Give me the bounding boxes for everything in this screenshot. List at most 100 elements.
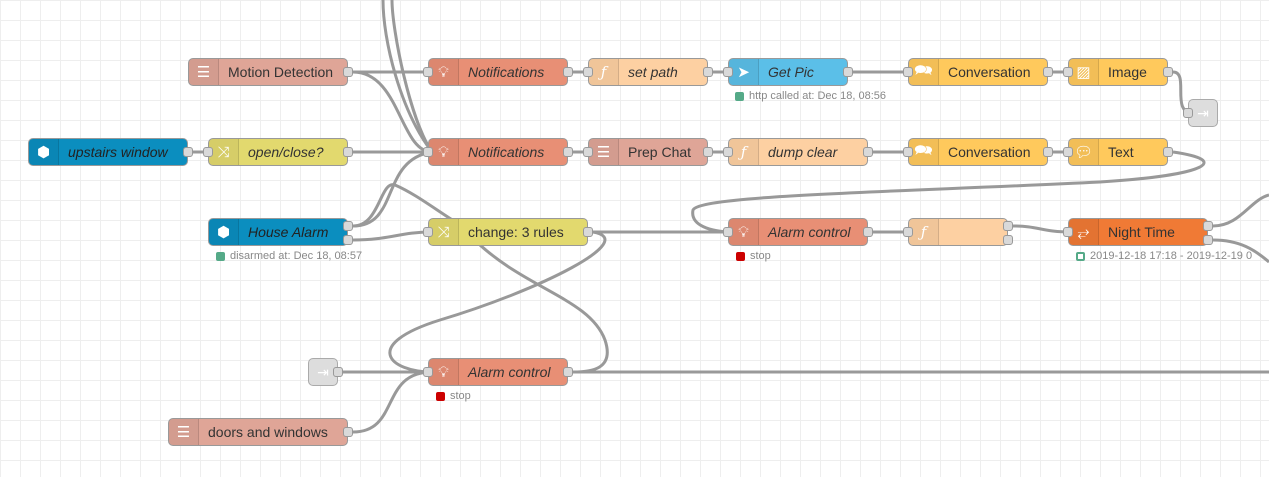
prep-chat-node[interactable]: ☰ Prep Chat	[583, 138, 713, 166]
output-port[interactable]	[583, 227, 593, 237]
status-dot-red	[436, 391, 445, 401]
link-out-node[interactable]: ⇥	[1183, 99, 1218, 127]
function-icon: ƒ	[909, 219, 939, 245]
output-port[interactable]	[343, 67, 353, 77]
switch-icon: ⤨	[429, 219, 459, 245]
node-label: Text	[1108, 144, 1134, 160]
output-port[interactable]	[333, 367, 343, 377]
inject-icon: ⬢	[29, 139, 59, 165]
output-port[interactable]	[1043, 67, 1053, 77]
input-port[interactable]	[203, 147, 213, 157]
text-node[interactable]: 💬︎ Text	[1063, 138, 1173, 166]
wire	[478, 243, 609, 374]
house-alarm-node[interactable]: ⬢ House Alarm	[208, 218, 353, 246]
input-port[interactable]	[583, 67, 593, 77]
input-port[interactable]	[1063, 147, 1073, 157]
output-port[interactable]	[563, 67, 573, 77]
node-label: Notifications	[468, 144, 545, 160]
node-label: Conversation	[948, 144, 1031, 160]
output-port[interactable]	[563, 147, 573, 157]
template-icon: ☰	[189, 59, 219, 85]
get-pic-status: http called at: Dec 18, 08:56	[735, 90, 886, 102]
send-icon: ➤	[729, 59, 759, 85]
output-port[interactable]	[863, 147, 873, 157]
wire	[388, 230, 607, 374]
input-port[interactable]	[903, 147, 913, 157]
node-label: dump clear	[768, 144, 838, 160]
input-port[interactable]	[723, 147, 733, 157]
node-label: set path	[628, 64, 678, 80]
output-port-2[interactable]	[1203, 235, 1213, 245]
notifications-node[interactable]: 💡︎ Notifications	[423, 58, 573, 86]
upstairs-window-node[interactable]: ⬢ upstairs window	[28, 138, 193, 166]
node-label: House Alarm	[248, 224, 329, 240]
output-port[interactable]	[843, 67, 853, 77]
function-node[interactable]: ƒ	[903, 218, 1013, 246]
night-time-status: 2019-12-18 17:18 - 2019-12-19 0	[1076, 250, 1252, 262]
wire	[352, 370, 433, 434]
node-label: doors and windows	[208, 424, 328, 440]
alarm-control-node[interactable]: 💡︎ Alarm control	[423, 358, 573, 386]
input-port[interactable]	[1063, 227, 1073, 237]
night-time-node[interactable]: ⥂ Night Time	[1063, 218, 1213, 246]
node-label: open/close?	[248, 144, 324, 160]
input-port[interactable]	[423, 227, 433, 237]
lightbulb-icon: 💡︎	[429, 359, 459, 385]
wire	[352, 150, 433, 228]
output-port[interactable]	[1043, 147, 1053, 157]
notifications-node[interactable]: 💡︎ Notifications	[423, 138, 573, 166]
input-port[interactable]	[903, 67, 913, 77]
node-label: Motion Detection	[228, 64, 334, 80]
speech-bubble-icon: 💬︎	[1069, 139, 1099, 165]
inject-icon: ⬢	[209, 219, 239, 245]
link-in-node[interactable]: ⇥	[308, 358, 343, 386]
function-icon: ƒ	[729, 139, 759, 165]
open-close-node[interactable]: ⤨ open/close?	[203, 138, 353, 166]
output-port[interactable]	[703, 67, 713, 77]
input-port[interactable]	[723, 67, 733, 77]
output-port[interactable]	[1163, 67, 1173, 77]
alarm-control-status: stop	[436, 390, 471, 402]
output-port[interactable]	[343, 147, 353, 157]
input-port[interactable]	[423, 67, 433, 77]
motion-detection-node[interactable]: ☰ Motion Detection	[188, 58, 353, 86]
output-port-2[interactable]	[343, 235, 353, 245]
output-port-1[interactable]	[1003, 221, 1013, 231]
input-port[interactable]	[1183, 108, 1193, 118]
node-label: Prep Chat	[628, 144, 692, 160]
input-port[interactable]	[1063, 67, 1073, 77]
doors-windows-node[interactable]: ☰ doors and windows	[168, 418, 353, 446]
output-port[interactable]	[703, 147, 713, 157]
image-icon: ▨	[1069, 59, 1099, 85]
status-dot-red	[736, 251, 745, 261]
node-label: Night Time	[1108, 224, 1175, 240]
set-path-node[interactable]: ƒ set path	[583, 58, 713, 86]
switch-icon: ⤨	[209, 139, 239, 165]
input-port[interactable]	[583, 147, 593, 157]
dump-clear-node[interactable]: ƒ dump clear	[723, 138, 873, 166]
output-port-2[interactable]	[1003, 235, 1013, 245]
wire	[1212, 193, 1269, 228]
conversation-node[interactable]: 🗪︎ Conversation	[903, 58, 1053, 86]
output-port-1[interactable]	[1203, 221, 1213, 231]
input-port[interactable]	[723, 227, 733, 237]
node-label: Get Pic	[768, 64, 814, 80]
status-ring-green	[1076, 251, 1085, 261]
image-node[interactable]: ▨ Image	[1063, 58, 1173, 86]
input-port[interactable]	[903, 227, 913, 237]
node-label: Notifications	[468, 64, 545, 80]
output-port[interactable]	[863, 227, 873, 237]
change-rules-node[interactable]: ⤨ change: 3 rules	[423, 218, 593, 246]
function-icon: ƒ	[589, 59, 619, 85]
output-port-1[interactable]	[343, 221, 353, 231]
alarm-control-node[interactable]: 💡︎ Alarm control	[723, 218, 873, 246]
input-port[interactable]	[423, 367, 433, 377]
get-pic-node[interactable]: ➤ Get Pic	[723, 58, 853, 86]
output-port[interactable]	[183, 147, 193, 157]
output-port[interactable]	[563, 367, 573, 377]
input-port[interactable]	[423, 147, 433, 157]
output-port[interactable]	[343, 427, 353, 437]
conversation-node[interactable]: 🗪︎ Conversation	[903, 138, 1053, 166]
node-label: Alarm control	[768, 224, 851, 240]
output-port[interactable]	[1163, 147, 1173, 157]
